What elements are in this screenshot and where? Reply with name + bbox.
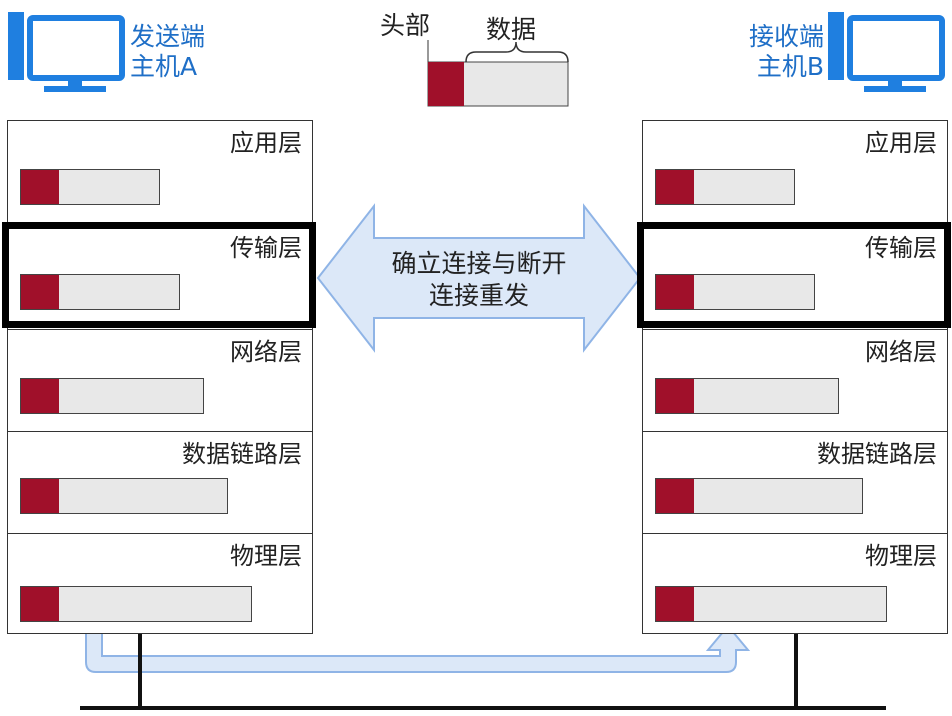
receiver-stack: 应用层 传输层 网络层 数据链路层 物理层 (642, 120, 948, 634)
layer-name: 应用层 (230, 129, 302, 157)
packet (655, 478, 863, 514)
layer-name: 物理层 (230, 542, 302, 570)
layer-name: 网络层 (865, 338, 937, 366)
layer-network: 网络层 (643, 329, 947, 431)
computer-icon (828, 12, 945, 92)
transport-highlight-receiver (637, 222, 951, 328)
transport-highlight-sender (2, 222, 316, 328)
layer-name: 传输层 (865, 234, 937, 262)
packet-header (21, 170, 59, 204)
layer-application: 应用层 (643, 121, 947, 225)
packet-header (656, 587, 694, 621)
data-caption: 数据 (486, 15, 537, 44)
packet-header (21, 479, 59, 513)
layer-name: 传输层 (230, 234, 302, 262)
packet (655, 586, 887, 622)
header-caption: 头部 (380, 11, 431, 40)
layer-name: 应用层 (865, 129, 937, 157)
packet-header (21, 587, 59, 621)
layer-datalink: 数据链路层 (643, 431, 947, 533)
packet (20, 274, 180, 310)
sender-host: 主机A (130, 52, 198, 81)
packet-header (21, 275, 59, 309)
packet (20, 478, 228, 514)
packet (655, 378, 839, 414)
physical-path (85, 621, 751, 673)
layer-transport: 传输层 (8, 225, 312, 329)
layer-name: 数据链路层 (182, 440, 302, 468)
receiver-host: 主机B (756, 52, 824, 81)
packet-header (656, 479, 694, 513)
packet (20, 169, 160, 205)
layer-physical: 物理层 (8, 533, 312, 635)
packet-header (656, 170, 694, 204)
layer-transport: 传输层 (643, 225, 947, 329)
packet (20, 586, 252, 622)
layer-datalink: 数据链路层 (8, 431, 312, 533)
center-line-2: 连接重发 (428, 281, 529, 310)
packet (655, 274, 815, 310)
layer-name: 网络层 (230, 338, 302, 366)
sender-role: 发送端 (130, 22, 206, 51)
center-line-1: 确立连接与断开 (391, 249, 567, 278)
layer-application: 应用层 (8, 121, 312, 225)
center-arrow-label: 确立连接与断开 连接重发 (350, 248, 608, 312)
layer-name: 物理层 (865, 542, 937, 570)
packet-header (656, 275, 694, 309)
layer-name: 数据链路层 (817, 440, 937, 468)
packet-header (656, 379, 694, 413)
layer-physical: 物理层 (643, 533, 947, 635)
packet (655, 169, 795, 205)
data-brace (465, 41, 569, 63)
packet-header (21, 379, 59, 413)
sender-label: 发送端 主机A (130, 22, 205, 82)
layer-network: 网络层 (8, 329, 312, 431)
network-cable (80, 622, 886, 710)
sender-stack: 应用层 传输层 网络层 数据链路层 物理层 (7, 120, 313, 634)
receiver-label: 接收端 主机B (734, 22, 824, 82)
packet (20, 378, 204, 414)
legend-packet (427, 40, 569, 107)
computer-icon (8, 12, 125, 92)
receiver-role: 接收端 (748, 22, 824, 51)
